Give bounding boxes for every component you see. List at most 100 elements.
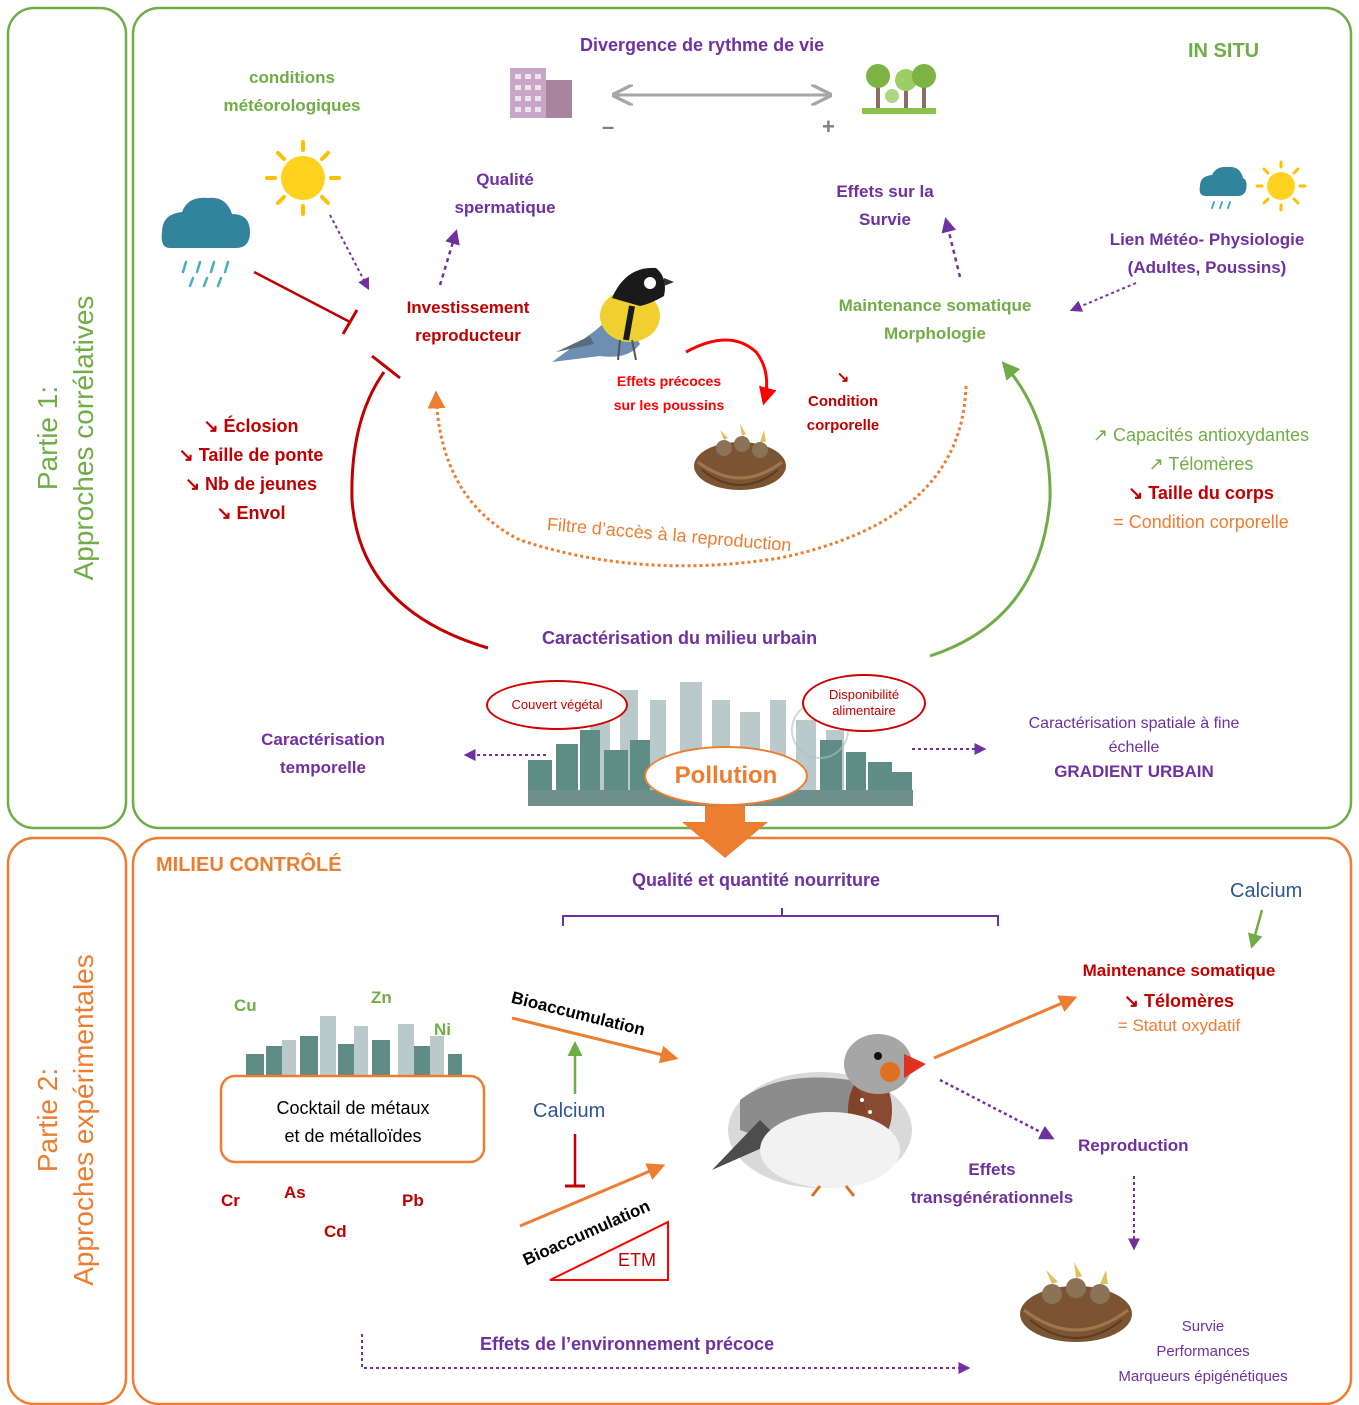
divergence-title: Divergence de rythme de vie xyxy=(580,35,825,55)
sperm-line1: Qualité xyxy=(476,170,534,189)
outcome-epigenetique: Marqueurs épigénétiques xyxy=(1118,1368,1288,1385)
repro-effects-list: ↘ Éclosion ↘ Taille de ponte ↘ Nb de jeu… xyxy=(140,412,362,528)
invest-label: Investissement reproducteur xyxy=(382,294,554,350)
dispo-line1: Disponibilité xyxy=(828,687,900,702)
early-env-arrow xyxy=(361,1334,971,1374)
precoce-line1: Effets précoces xyxy=(616,373,722,389)
plus-sign: + xyxy=(822,114,835,139)
pollution-text: Pollution xyxy=(674,762,778,789)
cocktail-line2: et de métalloïdes xyxy=(284,1126,422,1146)
transgen-line2: transgénérationnels xyxy=(910,1188,1074,1207)
metal-pb: Pb xyxy=(402,1191,424,1210)
urban-to-invest-arc xyxy=(350,371,489,650)
cocktail-line1: Cocktail de métaux xyxy=(276,1098,430,1118)
in-situ-badge: IN SITU xyxy=(1188,40,1260,62)
part2-side-line1: Partie 2: xyxy=(32,1067,63,1173)
meteo-line2: (Adultes, Poussins) xyxy=(1127,258,1287,277)
gradient-urbain: GRADIENT URBAIN xyxy=(1054,762,1214,781)
meteo-to-maint-arrow xyxy=(1069,282,1137,312)
temporal-line2: temporelle xyxy=(280,758,366,777)
cocktail-label: Cocktail de métaux et de métalloïdes xyxy=(222,1094,484,1150)
nest-icon xyxy=(694,424,786,490)
condition-label: ↘ Condition corporelle xyxy=(788,366,898,438)
precoce-label: Effets précoces sur les poussins xyxy=(594,369,744,417)
survie-line2: Survie xyxy=(859,210,911,229)
great-tit-bird-icon xyxy=(552,267,674,362)
outcomes-list: Survie Performances Marqueurs épigénétiq… xyxy=(1080,1314,1326,1389)
weather-line2: météorologiques xyxy=(223,96,361,115)
temporal-line1: Caractérisation xyxy=(261,730,385,749)
part1-side-line1: Partie 1: xyxy=(32,385,63,491)
dispo-alimentaire-bubble: Disponibilité alimentaire xyxy=(802,674,926,732)
part2-side-label: Partie 2: Approches expérimentales xyxy=(30,930,110,1310)
bioaccum-top-arrow xyxy=(511,1016,679,1064)
spatial-label: Caractérisation spatiale à fine échelle … xyxy=(998,712,1270,784)
metal-zn: Zn xyxy=(371,988,392,1007)
city-skyline-small-icon xyxy=(246,1016,462,1076)
survie-label: Effets sur la Survie xyxy=(810,178,960,234)
maint-to-survie-arrow xyxy=(941,217,962,278)
finch-to-repro-arrow xyxy=(939,1078,1055,1140)
temporal-label: Caractérisation temporelle xyxy=(240,726,406,782)
precoce-arrow xyxy=(685,338,777,406)
metal-ni: Ni xyxy=(434,1020,451,1039)
food-bracket xyxy=(562,908,999,926)
maint-label: Maintenance somatique Morphologie xyxy=(802,292,1068,348)
minus-sign: – xyxy=(602,114,615,139)
spatial-line2: échelle xyxy=(1108,739,1160,756)
zebra-finch-icon xyxy=(712,1034,926,1197)
invest-to-sperm-arrow xyxy=(438,229,460,286)
maint-effect-taille: ↘ Taille du corps xyxy=(1128,483,1274,503)
cocktail-box xyxy=(219,1074,486,1164)
filtre-arc xyxy=(427,385,968,568)
trees-icon xyxy=(862,64,936,114)
sperm-label: Qualité spermatique xyxy=(430,166,580,222)
sun-icon xyxy=(265,140,341,216)
part2-side-frame xyxy=(6,836,128,1405)
calcium-to-maint-arrow xyxy=(1247,909,1264,949)
pollution-bubble: Pollution xyxy=(644,746,808,806)
maint-line1: Maintenance somatique xyxy=(838,296,1032,315)
maint-effect-telomeres: ↗ Télomères xyxy=(1148,454,1254,474)
repro-effect-jeunes: ↘ Nb de jeunes xyxy=(184,474,318,494)
couvert-vegetal-bubble: Couvert végétal xyxy=(486,680,628,730)
precoce-line2: sur les poussins xyxy=(613,397,725,413)
urban-title: Caractérisation du milieu urbain xyxy=(542,628,818,648)
etm-label: ETM xyxy=(618,1250,656,1270)
meteo-physio-label: Lien Météo- Physiologie (Adultes, Poussi… xyxy=(1082,226,1332,282)
maint-line2: Morphologie xyxy=(884,324,986,343)
milieu-controle-badge: MILIEU CONTRÔLÉ xyxy=(156,854,342,876)
pollution-down-arrow xyxy=(682,806,768,858)
weather-label: conditions météorologiques xyxy=(202,64,382,120)
maint-effect-antioxydantes: ↗ Capacités antioxydantes xyxy=(1092,425,1310,445)
part1-side-frame xyxy=(6,6,128,830)
telomeres-effect: ↘ Télomères xyxy=(1123,991,1235,1011)
metal-cu: Cu xyxy=(234,996,257,1015)
meteo-line1: Lien Météo- Physiologie xyxy=(1109,230,1305,249)
repro-effect-envol: ↘ Envol xyxy=(216,503,286,523)
sun-to-invest-arrow xyxy=(329,214,370,291)
invest-line1: Investissement xyxy=(406,298,530,317)
weather-line1: conditions xyxy=(249,68,335,87)
food-label: Qualité et quantité nourriture xyxy=(632,870,881,890)
condition-line1: Condition xyxy=(808,393,878,410)
calcium-top: Calcium xyxy=(1230,880,1303,902)
metal-as: As xyxy=(284,1183,306,1202)
maint-somatique-title: Maintenance somatique xyxy=(1082,961,1276,980)
dispo-line2: alimentaire xyxy=(832,703,896,718)
rain-cloud-icon xyxy=(161,197,250,288)
outcome-performances: Performances xyxy=(1156,1343,1250,1360)
repro-effect-eclosion: ↘ Éclosion xyxy=(203,416,299,436)
small-rain-cloud-icon xyxy=(1199,166,1247,209)
condition-line2: corporelle xyxy=(806,417,880,434)
oxydatif-effect: = Statut oxydatif xyxy=(1117,1016,1241,1035)
building-icon xyxy=(510,68,572,118)
metal-cr: Cr xyxy=(221,1191,240,1210)
transgen-label: Effets transgénérationnels xyxy=(882,1156,1102,1212)
couvert-vegetal-text: Couvert végétal xyxy=(511,697,603,712)
part2-side-line2: Approches expérimentales xyxy=(68,954,99,1286)
small-sun-icon xyxy=(1255,160,1307,212)
maint-somatique-block: Maintenance somatique ↘ Télomères = Stat… xyxy=(1052,956,1306,1036)
condition-arrow: ↘ xyxy=(836,369,850,386)
